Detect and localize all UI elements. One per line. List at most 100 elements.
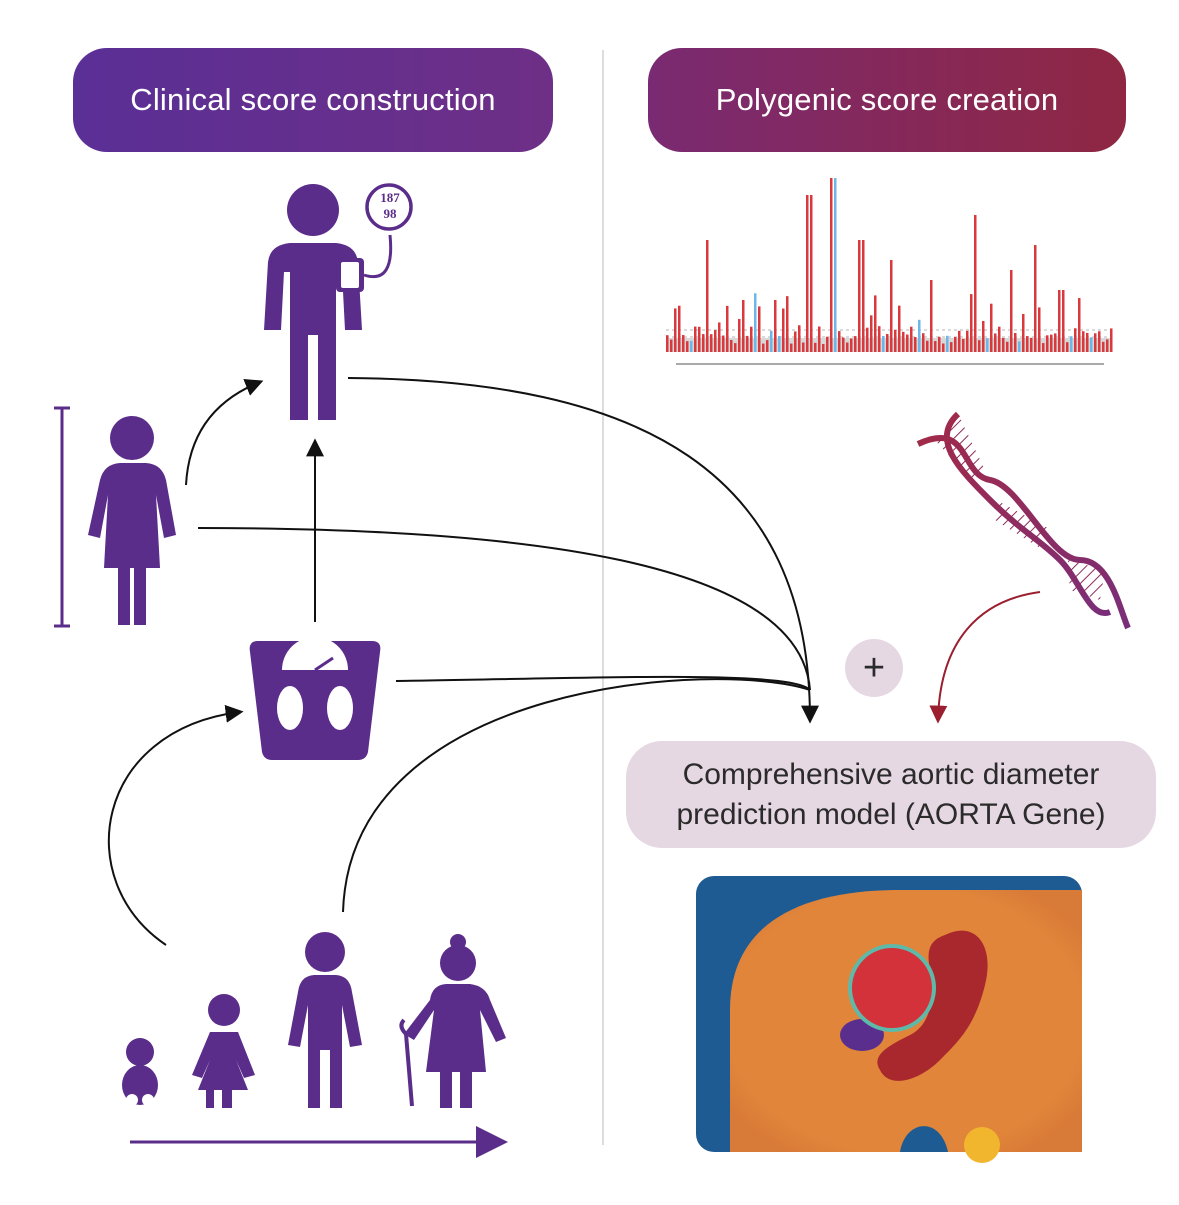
manhattan-bar — [886, 334, 889, 352]
manhattan-bar — [970, 294, 973, 352]
bp-diastolic: 98 — [383, 206, 397, 221]
manhattan-bar — [1042, 343, 1045, 352]
manhattan-bar — [986, 338, 989, 352]
manhattan-bar — [994, 333, 997, 352]
woman-height-icon — [54, 406, 176, 628]
manhattan-bar — [1050, 334, 1053, 352]
manhattan-bar — [766, 340, 769, 352]
manhattan-bar — [1010, 270, 1013, 352]
manhattan-bar — [802, 342, 805, 352]
manhattan-bar — [918, 319, 921, 352]
manhattan-bar — [1110, 328, 1113, 352]
manhattan-bar — [1094, 333, 1097, 352]
manhattan-bar — [982, 320, 985, 352]
manhattan-bar — [942, 343, 945, 352]
manhattan-bar — [1102, 341, 1105, 352]
manhattan-bar — [1018, 341, 1021, 352]
polygenic-score-header-label: Polygenic score creation — [715, 82, 1059, 117]
manhattan-bar — [1030, 337, 1033, 352]
manhattan-bar — [694, 326, 697, 352]
arrow-weight-to-model — [395, 675, 811, 691]
manhattan-bar — [774, 300, 777, 352]
arrow-age-to-weight — [107, 704, 244, 946]
manhattan-bar — [810, 195, 813, 352]
manhattan-bar — [946, 335, 949, 352]
manhattan-bar — [746, 335, 749, 352]
arrow-age-to-model — [342, 678, 811, 913]
manhattan-bar — [862, 240, 865, 352]
manhattan-bar — [978, 340, 981, 352]
manhattan-bar — [1038, 307, 1041, 352]
manhattan-bar — [846, 342, 849, 352]
manhattan-bar — [974, 215, 977, 352]
manhattan-bar — [826, 336, 829, 352]
manhattan-bar — [678, 305, 681, 352]
manhattan-bar — [750, 326, 753, 352]
manhattan-bar — [798, 325, 801, 352]
plus-icon: + — [845, 639, 903, 697]
manhattan-bar — [882, 336, 885, 352]
manhattan-bar — [922, 333, 925, 352]
manhattan-bar — [962, 338, 965, 352]
arrow-bp-to-model — [347, 377, 819, 724]
clinical-score-header: Clinical score construction — [73, 48, 553, 152]
person-bp-icon — [264, 183, 413, 420]
manhattan-bar — [898, 305, 901, 352]
manhattan-bar — [790, 343, 793, 352]
manhattan-bar — [670, 339, 673, 352]
manhattan-bar — [734, 343, 737, 352]
mri-scan — [696, 876, 1082, 1163]
manhattan-bar — [754, 293, 757, 352]
manhattan-bar — [958, 330, 961, 352]
manhattan-bar — [1026, 336, 1029, 352]
manhattan-bar — [890, 260, 893, 352]
manhattan-bar — [866, 327, 869, 352]
dna-icon — [916, 411, 1131, 630]
manhattan-bar — [930, 280, 933, 352]
manhattan-bar — [762, 343, 765, 352]
manhattan-bar — [794, 331, 797, 352]
manhattan-bar — [954, 336, 957, 352]
manhattan-bar — [1058, 290, 1061, 352]
manhattan-bar — [998, 326, 1001, 352]
bp-systolic: 187 — [380, 190, 400, 205]
manhattan-bar — [894, 329, 897, 352]
manhattan-bar — [674, 308, 677, 352]
scale-icon — [249, 637, 381, 760]
manhattan-bar — [830, 178, 833, 352]
manhattan-bar — [1074, 328, 1077, 352]
manhattan-bar — [874, 295, 877, 352]
manhattan-bar — [1078, 298, 1081, 352]
manhattan-bar — [1066, 342, 1069, 352]
manhattan-bar — [1082, 331, 1085, 352]
manhattan-bar — [706, 240, 709, 352]
arrow-height-to-model — [197, 527, 811, 691]
manhattan-bar — [838, 331, 841, 352]
manhattan-bar — [1106, 339, 1109, 352]
manhattan-bar — [870, 315, 873, 352]
manhattan-bar — [858, 240, 861, 352]
manhattan-bar — [710, 334, 713, 352]
manhattan-plot — [666, 178, 1113, 365]
manhattan-bar — [878, 326, 881, 352]
manhattan-bar — [782, 308, 785, 352]
manhattan-bar — [926, 340, 929, 352]
manhattan-bar — [786, 296, 789, 352]
manhattan-bar — [966, 330, 969, 352]
manhattan-bar — [1002, 337, 1005, 352]
manhattan-bar — [842, 337, 845, 352]
manhattan-bar — [690, 340, 693, 352]
polygenic-score-header: Polygenic score creation — [648, 48, 1126, 152]
manhattan-bar — [702, 334, 705, 352]
manhattan-bar — [938, 336, 941, 352]
manhattan-bar — [1034, 245, 1037, 352]
manhattan-bar — [1098, 331, 1101, 352]
manhattan-bar — [934, 341, 937, 352]
age-group-icon — [122, 932, 508, 1158]
model-box: Comprehensive aortic diameter prediction… — [626, 741, 1156, 848]
manhattan-bar — [742, 300, 745, 352]
manhattan-bar — [818, 326, 821, 352]
manhattan-bar — [834, 178, 837, 352]
